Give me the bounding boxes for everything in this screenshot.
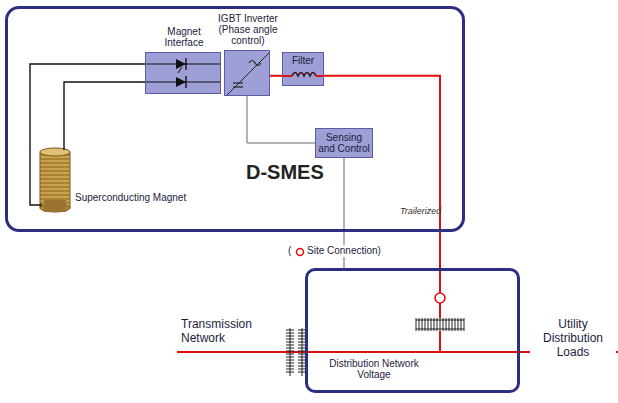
box-label: Sensing and Control bbox=[318, 132, 370, 154]
feeder-line bbox=[439, 268, 441, 293]
superconducting-coil bbox=[40, 148, 70, 212]
power-line bbox=[270, 75, 282, 77]
box-heading: Magnet Interface bbox=[154, 26, 214, 48]
box-label: Filter bbox=[283, 55, 323, 66]
bracket-mark: ( bbox=[287, 245, 292, 257]
feeder-line bbox=[439, 331, 441, 352]
magnet-lead bbox=[30, 64, 145, 205]
site-marker bbox=[297, 249, 304, 256]
load-label: Utility Distribution Loads bbox=[530, 318, 616, 359]
box-heading: IGBT Inverter (Phase angle control) bbox=[211, 13, 285, 46]
magnet-lead bbox=[64, 82, 145, 150]
component-label: Superconducting Magnet bbox=[74, 192, 187, 204]
sensing-control-box: Sensing and Control bbox=[315, 128, 373, 158]
substation-transformer bbox=[286, 328, 306, 376]
control-line bbox=[247, 96, 315, 143]
site-connection-point bbox=[435, 293, 445, 303]
inverter-symbol bbox=[225, 51, 269, 95]
feeder-line bbox=[439, 303, 441, 318]
inverter-box: IGBT Inverter (Phase angle control) bbox=[224, 50, 270, 96]
power-line bbox=[324, 76, 440, 268]
filter-box: Filter bbox=[282, 52, 324, 86]
system-title: D-SMES bbox=[246, 161, 324, 183]
network-label: Transmission Network bbox=[180, 318, 272, 346]
magnet-symbol bbox=[146, 53, 220, 93]
magnet-interface-box: Magnet Interface bbox=[145, 52, 221, 94]
enclosure-note: Trailerized bbox=[400, 207, 441, 217]
box-label: Distribution Network Voltage bbox=[318, 358, 430, 380]
connection-label: Site Connection) bbox=[306, 245, 382, 257]
distribution-substation: Distribution Network Voltage bbox=[305, 268, 520, 393]
coupling-transformer bbox=[416, 318, 464, 331]
